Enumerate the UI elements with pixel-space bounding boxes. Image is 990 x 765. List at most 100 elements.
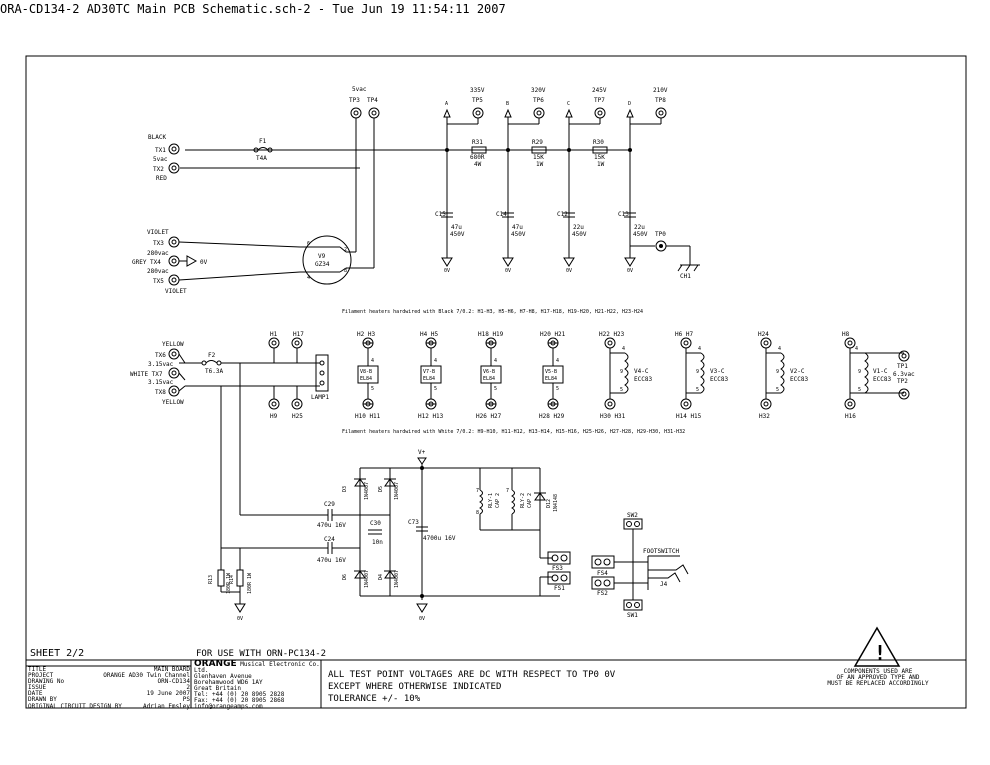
svg-text:ECC83: ECC83 (634, 376, 652, 383)
v9-pin6: 6 (307, 241, 310, 247)
svg-text:ECC83: ECC83 (873, 376, 891, 383)
svg-text:210V: 210V (653, 87, 668, 94)
svg-text:1N4007: 1N4007 (394, 482, 400, 500)
svg-text:H2 H3: H2 H3 (357, 331, 375, 338)
svg-text:470u 16V: 470u 16V (317, 557, 346, 564)
tp3-label: TP3 (349, 97, 360, 104)
tp0-label: TP0 (655, 231, 666, 238)
r29-value: 15K (533, 154, 544, 161)
svg-text:H24: H24 (758, 331, 769, 338)
svg-text:C29: C29 (324, 501, 335, 508)
svg-text:C73: C73 (408, 519, 419, 526)
fax: Fax: +44 (0) 20 8905 2868 (194, 697, 285, 704)
svg-text:F2: F2 (208, 352, 216, 359)
heater-supply: YELLOW TX6 3.15vac WHITE TX7 3.15vac TX8… (130, 331, 329, 548)
tube-v6b: H18 H19 4 V6-B EL84 5 H26 H27 (476, 331, 504, 420)
svg-text:450V: 450V (633, 231, 648, 238)
address-line-3: Great Britain (194, 685, 241, 692)
fuse-f1-value: T4A (256, 155, 267, 162)
svg-text:0V: 0V (505, 268, 511, 274)
svg-text:H12 H13: H12 H13 (418, 413, 444, 420)
note-line-1: ALL TEST POINT VOLTAGES ARE DC WITH RESP… (328, 670, 616, 680)
svg-text:H16: H16 (845, 413, 856, 420)
svg-text:D12: D12 (546, 499, 552, 508)
svg-text:H30 H31: H30 H31 (600, 413, 626, 420)
sheet-number: SHEET 2/2 (30, 648, 84, 659)
ht-rails: A 335V TP5 C15 47u 450V 0V R31 680R 4W B… (435, 87, 700, 280)
rail-d: D 210V TP8 C13 22u 450V 0V (618, 87, 668, 274)
tx5-label: TX5 (153, 278, 164, 285)
svg-text:6.3vac: 6.3vac (893, 371, 915, 378)
svg-text:47u: 47u (451, 224, 462, 231)
tp4-label: TP4 (367, 97, 378, 104)
telephone: Tel: +44 (0) 20 8905 2828 (194, 691, 285, 698)
svg-text:H4 H5: H4 H5 (420, 331, 438, 338)
tx-black-label: BLACK (148, 134, 166, 141)
svg-text:180R 1W: 180R 1W (247, 572, 253, 594)
sheet-border (25, 55, 967, 709)
svg-text:0V: 0V (566, 268, 572, 274)
svg-text:C15: C15 (435, 211, 446, 218)
svg-text:4700u 16V: 4700u 16V (423, 535, 456, 542)
svg-text:V4-C: V4-C (634, 368, 649, 375)
svg-text:SW2: SW2 (627, 512, 638, 519)
svg-text:TP7: TP7 (594, 97, 605, 104)
svg-text:4: 4 (778, 346, 781, 352)
tx-280vac-top: 280vac (147, 250, 169, 257)
window-title: ORA-CD134-2 AD30TC Main PCB Schematic.sc… (0, 2, 506, 16)
svg-text:RLY-1: RLY-1 (488, 493, 494, 508)
tx-0v-label: 0V (200, 259, 208, 266)
voltage-notes: ALL TEST POINT VOLTAGES ARE DC WITH RESP… (328, 669, 615, 705)
rail-b: B 320V TP6 C14 47u 450V 0V (496, 87, 546, 274)
svg-text:4: 4 (494, 358, 497, 364)
warning-triangle-icon: ! (853, 626, 901, 667)
address-line-1: Glenhaven Avenue (194, 673, 252, 680)
rectifier-v9: V9 GZ34 6 4 2 8 (300, 235, 374, 285)
svg-text:SW1: SW1 (627, 612, 638, 619)
tx-grey-label: GREY TX4 (132, 259, 161, 266)
svg-text:FS3: FS3 (552, 565, 563, 572)
svg-text:A: A (445, 101, 448, 107)
tx-violet-bot: VIOLET (165, 288, 187, 295)
tube-v4c: H22 H23 4 9 5 V4-C ECC83 H30 H31 (599, 331, 652, 420)
svg-text:RLY-2: RLY-2 (520, 493, 526, 508)
footswitch-jack: SW2 FS4 FS2 FOOTSWITCH J4 SW1 (591, 512, 689, 619)
svg-text:9: 9 (620, 369, 623, 375)
svg-text:TP8: TP8 (655, 97, 666, 104)
svg-text:450V: 450V (450, 231, 465, 238)
svg-text:3.15vac: 3.15vac (148, 379, 174, 386)
tube-v8b: H2 H3 4 V8-B EL84 5 H10 H11 (355, 331, 381, 420)
relay-supply: V+ D3 1N4007 D5 1N4007 D6 1N4007 D4 1N40… (208, 449, 571, 622)
tube-v2c: H24 4 9 5 V2-C ECC83 H32 (758, 331, 808, 420)
svg-text:5: 5 (776, 387, 779, 393)
svg-text:H17: H17 (293, 331, 304, 338)
svg-text:0V: 0V (627, 268, 633, 274)
svg-text:EL84: EL84 (483, 376, 495, 382)
v9-type: GZ34 (315, 261, 330, 268)
tube-v7b: H4 H5 4 V7-B EL84 5 H12 H13 (418, 331, 444, 420)
warning-line-1: COMPONENTS USED ARE (843, 668, 913, 675)
svg-text:D4: D4 (378, 574, 384, 580)
svg-text:450V: 450V (572, 231, 587, 238)
tube-v5b: H20 H21 4 V5-B EL84 5 H28 H29 (539, 331, 566, 420)
svg-text:V6-B: V6-B (483, 369, 495, 375)
svg-text:V5-B: V5-B (545, 369, 557, 375)
svg-text:EL84: EL84 (423, 376, 435, 382)
heater-note-white: Filament heaters hardwired with White 7/… (342, 429, 685, 435)
tube-v1c: H8 4 9 5 V1-C ECC83 H16 TP1 6.3vac TP2 (842, 331, 915, 420)
ch1-label: CH1 (680, 273, 691, 280)
svg-text:3.15vac: 3.15vac (148, 361, 174, 368)
svg-text:LAMP1: LAMP1 (311, 394, 329, 401)
warning-notes: COMPONENTS USED ARE OF AN APPROVED TYPE … (818, 669, 938, 687)
rail-a: A 335V TP5 C15 47u 450V 0V (435, 87, 485, 274)
fuse-f1-ref: F1 (259, 138, 267, 145)
svg-text:R14: R14 (229, 575, 235, 584)
svg-text:FS2: FS2 (597, 590, 608, 597)
r30-ref: R30 (593, 139, 604, 146)
svg-text:TP1: TP1 (897, 363, 908, 370)
svg-text:ECC83: ECC83 (790, 376, 808, 383)
svg-text:J4: J4 (660, 581, 668, 588)
